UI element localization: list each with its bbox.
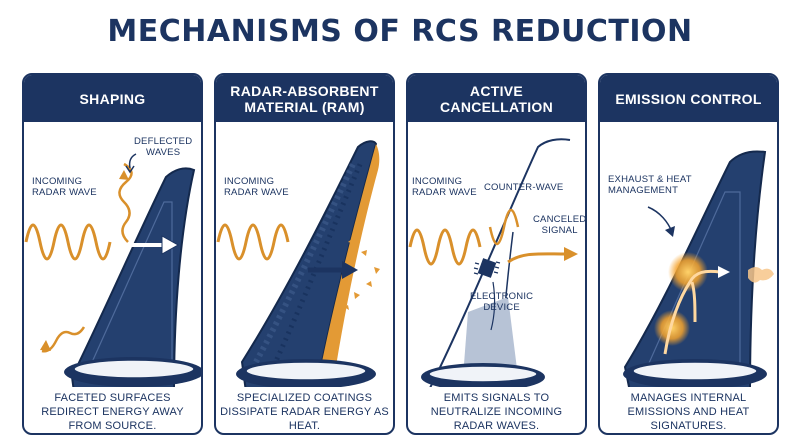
label-deflected-waves: DEFLECTED WAVES [134,136,193,158]
panel-heading: SHAPING [24,75,201,122]
label-canceled-signal: CANCELED SIGNAL [533,214,587,236]
canceled-signal-arrow [507,252,567,264]
incoming-wave [24,223,112,261]
panel-active-cancellation: ACTIVE CANCELLATION INCOMING RADAR WAVE … [406,73,587,435]
active-cancellation-illustration [408,138,578,387]
tail-fin [70,167,196,387]
panel-description: MANAGES INTERNAL EMISSIONS AND HEAT SIGN… [627,392,750,432]
page-title: MECHANISMS OF RCS REDUCTION [107,14,693,49]
label-electronic-device: ELECTRONIC DEVICE [470,291,534,313]
panel-heading: ACTIVE CANCELLATION [408,75,585,122]
exhaust-plume [748,267,774,283]
counter-wave [488,208,520,246]
incoming-wave [408,228,482,266]
panel-description: EMITS SIGNALS TO NEUTRALIZE INCOMING RAD… [430,392,563,432]
panel-heading: EMISSION CONTROL [600,75,777,122]
heat-glow [668,252,708,292]
label-incoming-radar-wave: INCOMING RADAR WAVE [412,176,477,198]
panel-ram: RADAR-ABSORBENT MATERIAL (RAM) INCOMING … [214,73,395,435]
panel-shaping: SHAPING DEFLECTED WAVES INCOMING RADAR W… [22,73,203,435]
label-incoming-radar-wave: INCOMING RADAR WAVE [32,176,97,198]
panel-description: SPECIALIZED COATINGS DISSIPATE RADAR ENE… [220,392,389,432]
ram-illustration [216,140,380,387]
deflected-wave-up [118,162,133,243]
panel-emission-control: EMISSION CONTROL EXHAUST & HEAT MANAGEME… [598,73,779,435]
heat-glow [654,310,690,346]
shaping-illustration [24,153,201,387]
panel-heading: RADAR-ABSORBENT MATERIAL (RAM) [216,75,393,122]
emission-control-illustration [623,150,774,387]
incoming-wave [216,223,290,261]
label-exhaust-heat-management: EXHAUST & HEAT MANAGEMENT [608,174,692,196]
chip-icon [477,258,497,278]
label-counter-wave: COUNTER-WAVE [484,182,564,193]
tail-fin [429,138,571,387]
label-incoming-radar-wave: INCOMING RADAR WAVE [224,176,289,198]
panel-description: FACETED SURFACES REDIRECT ENERGY AWAY FR… [41,392,184,432]
